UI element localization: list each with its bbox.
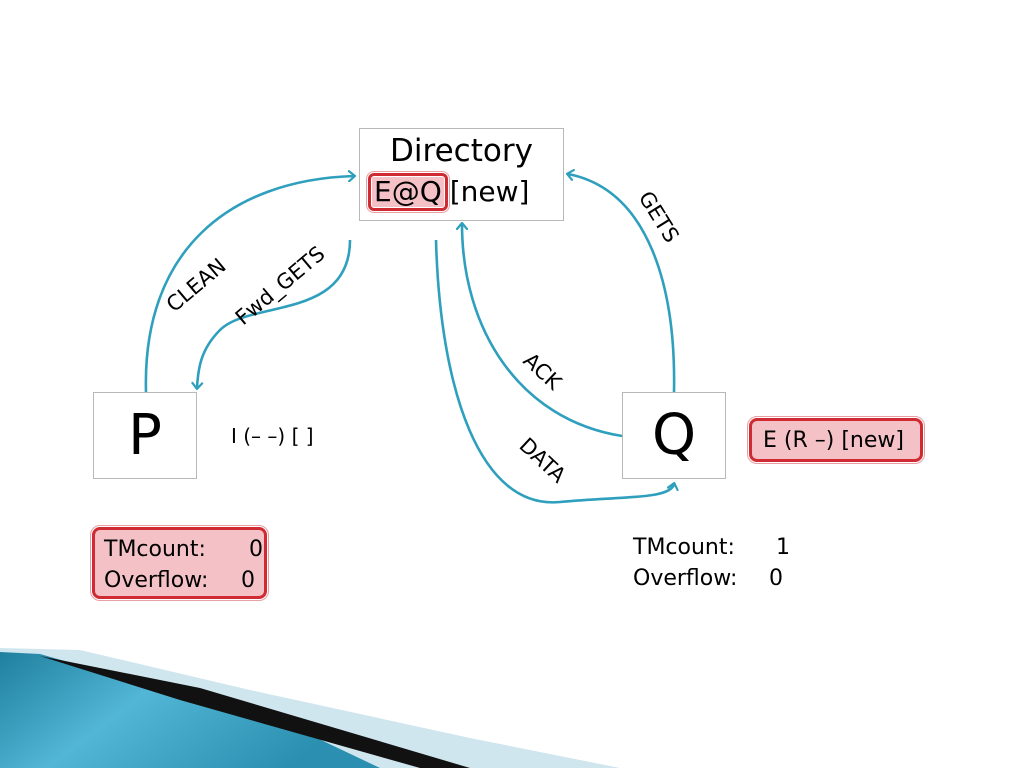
p-tmcount-value: 0 [249, 537, 263, 562]
arrow-ack [462, 224, 623, 438]
q-counters: TMcount: 1 Overflow: 0 [633, 532, 803, 594]
p-overflow-label: Overflow: [104, 568, 209, 593]
p-counters-highlight: TMcount: 0 Overflow: 0 [90, 525, 269, 601]
label-fwd-gets: Fwd_GETS [231, 242, 330, 331]
directory-node: Directory E@Q [new] [359, 128, 564, 221]
node-p-label: P [128, 403, 162, 468]
arrow-clean [144, 176, 354, 393]
arrow-fwd-gets [197, 239, 352, 388]
label-gets: GETS [634, 187, 684, 247]
label-clean: CLEAN [162, 254, 231, 317]
directory-sharers: [new] [449, 175, 530, 208]
processor-node-q: Q [622, 392, 726, 479]
swoosh-dark-stripe [40, 656, 470, 768]
arrow-gets [568, 174, 676, 393]
node-q-label: Q [651, 403, 697, 468]
directory-title: Directory [390, 133, 533, 169]
node-q-state-highlight: E (R –) [new] [747, 416, 925, 464]
q-overflow-label: Overflow: [633, 566, 738, 591]
node-p-state: I (– –) [ ] [231, 424, 314, 448]
q-tmcount-value: 1 [776, 535, 790, 560]
swoosh-blue-band [0, 652, 380, 768]
q-tmcount-label: TMcount: [633, 535, 735, 560]
node-q-state: E (R –) [new] [763, 427, 904, 453]
p-tmcount-label: TMcount: [104, 537, 206, 562]
q-overflow-value: 0 [769, 566, 783, 591]
p-counters: TMcount: 0 Overflow: 0 [104, 534, 264, 596]
processor-node-p: P [93, 392, 197, 479]
directory-state: E@Q [new] [366, 171, 530, 213]
p-overflow-value: 0 [241, 568, 255, 593]
label-data: DATA [515, 433, 571, 488]
arrow-data [434, 239, 674, 504]
directory-owner-highlight: E@Q [366, 171, 450, 213]
